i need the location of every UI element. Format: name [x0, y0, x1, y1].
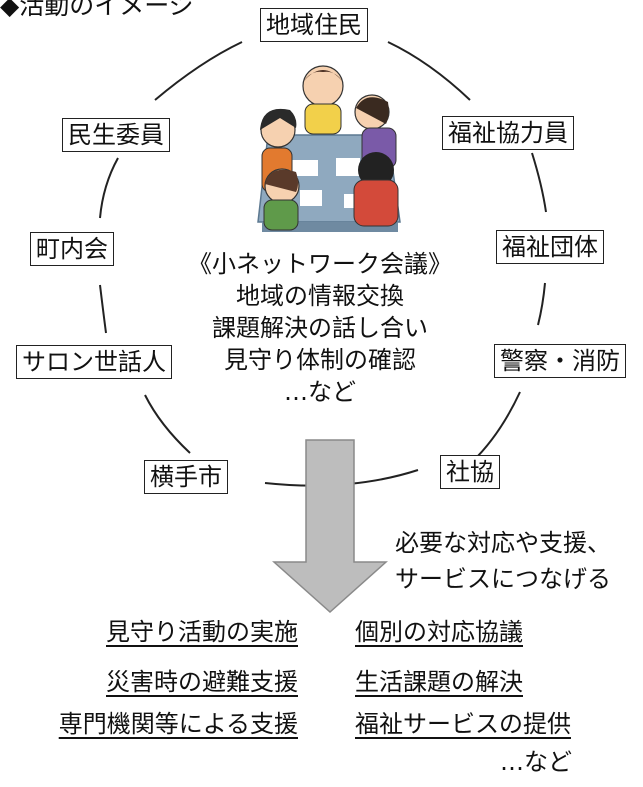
participant-city: 横手市	[144, 460, 228, 494]
outcome-right: 個別の対応協議	[355, 618, 523, 646]
outcome-left: 災害時の避難支援	[106, 668, 298, 696]
arc-top-left	[154, 41, 243, 101]
arc-top-right	[387, 41, 471, 101]
participant-welfare-org: 福祉団体	[496, 230, 604, 264]
section-header: ◆活動のイメージ	[0, 0, 194, 20]
participant-residents: 地域住民	[260, 8, 368, 42]
flow-arrow-shape	[272, 439, 388, 614]
arc-right-2	[537, 282, 546, 326]
arc-left-3	[99, 157, 119, 219]
outcome-left: 見守り活動の実施	[106, 618, 298, 646]
meeting-item: 見守り体制の確認	[224, 346, 416, 374]
meeting-item: …など	[284, 378, 356, 406]
outcome-right: 福祉サービスの提供	[355, 710, 571, 738]
arc-left-2	[99, 284, 107, 334]
meeting-item: 課題解決の話し合い	[212, 314, 428, 342]
arc-right-1	[531, 152, 547, 213]
outcome-left: 専門機関等による支援	[58, 710, 298, 738]
participant-salon-caretaker: サロン世話人	[16, 345, 172, 379]
arc-left-1	[144, 394, 191, 454]
outcome-right: 生活課題の解決	[355, 668, 523, 696]
meeting-title: 《小ネットワーク会議》	[188, 250, 452, 278]
footer-etc: …など	[500, 748, 572, 776]
meeting-description: 《小ネットワーク会議》 地域の情報交換 課題解決の話し合い 見守り体制の確認 ……	[160, 248, 480, 408]
participant-police-fire: 警察・消防	[494, 344, 626, 378]
participant-welfare-cooperator: 福祉協力員	[442, 116, 574, 150]
participant-welfare-commissioner: 民生委員	[62, 118, 170, 152]
arrow-note-line: 必要な対応や支援、	[395, 529, 611, 557]
participant-social-welfare-council: 社協	[440, 455, 500, 489]
meeting-item: 地域の情報交換	[236, 282, 404, 310]
arrow-note: 必要な対応や支援、 サービスにつなげる	[395, 525, 611, 597]
arrow-note-line: サービスにつなげる	[395, 565, 611, 593]
participant-neighborhood-assoc: 町内会	[30, 232, 114, 266]
